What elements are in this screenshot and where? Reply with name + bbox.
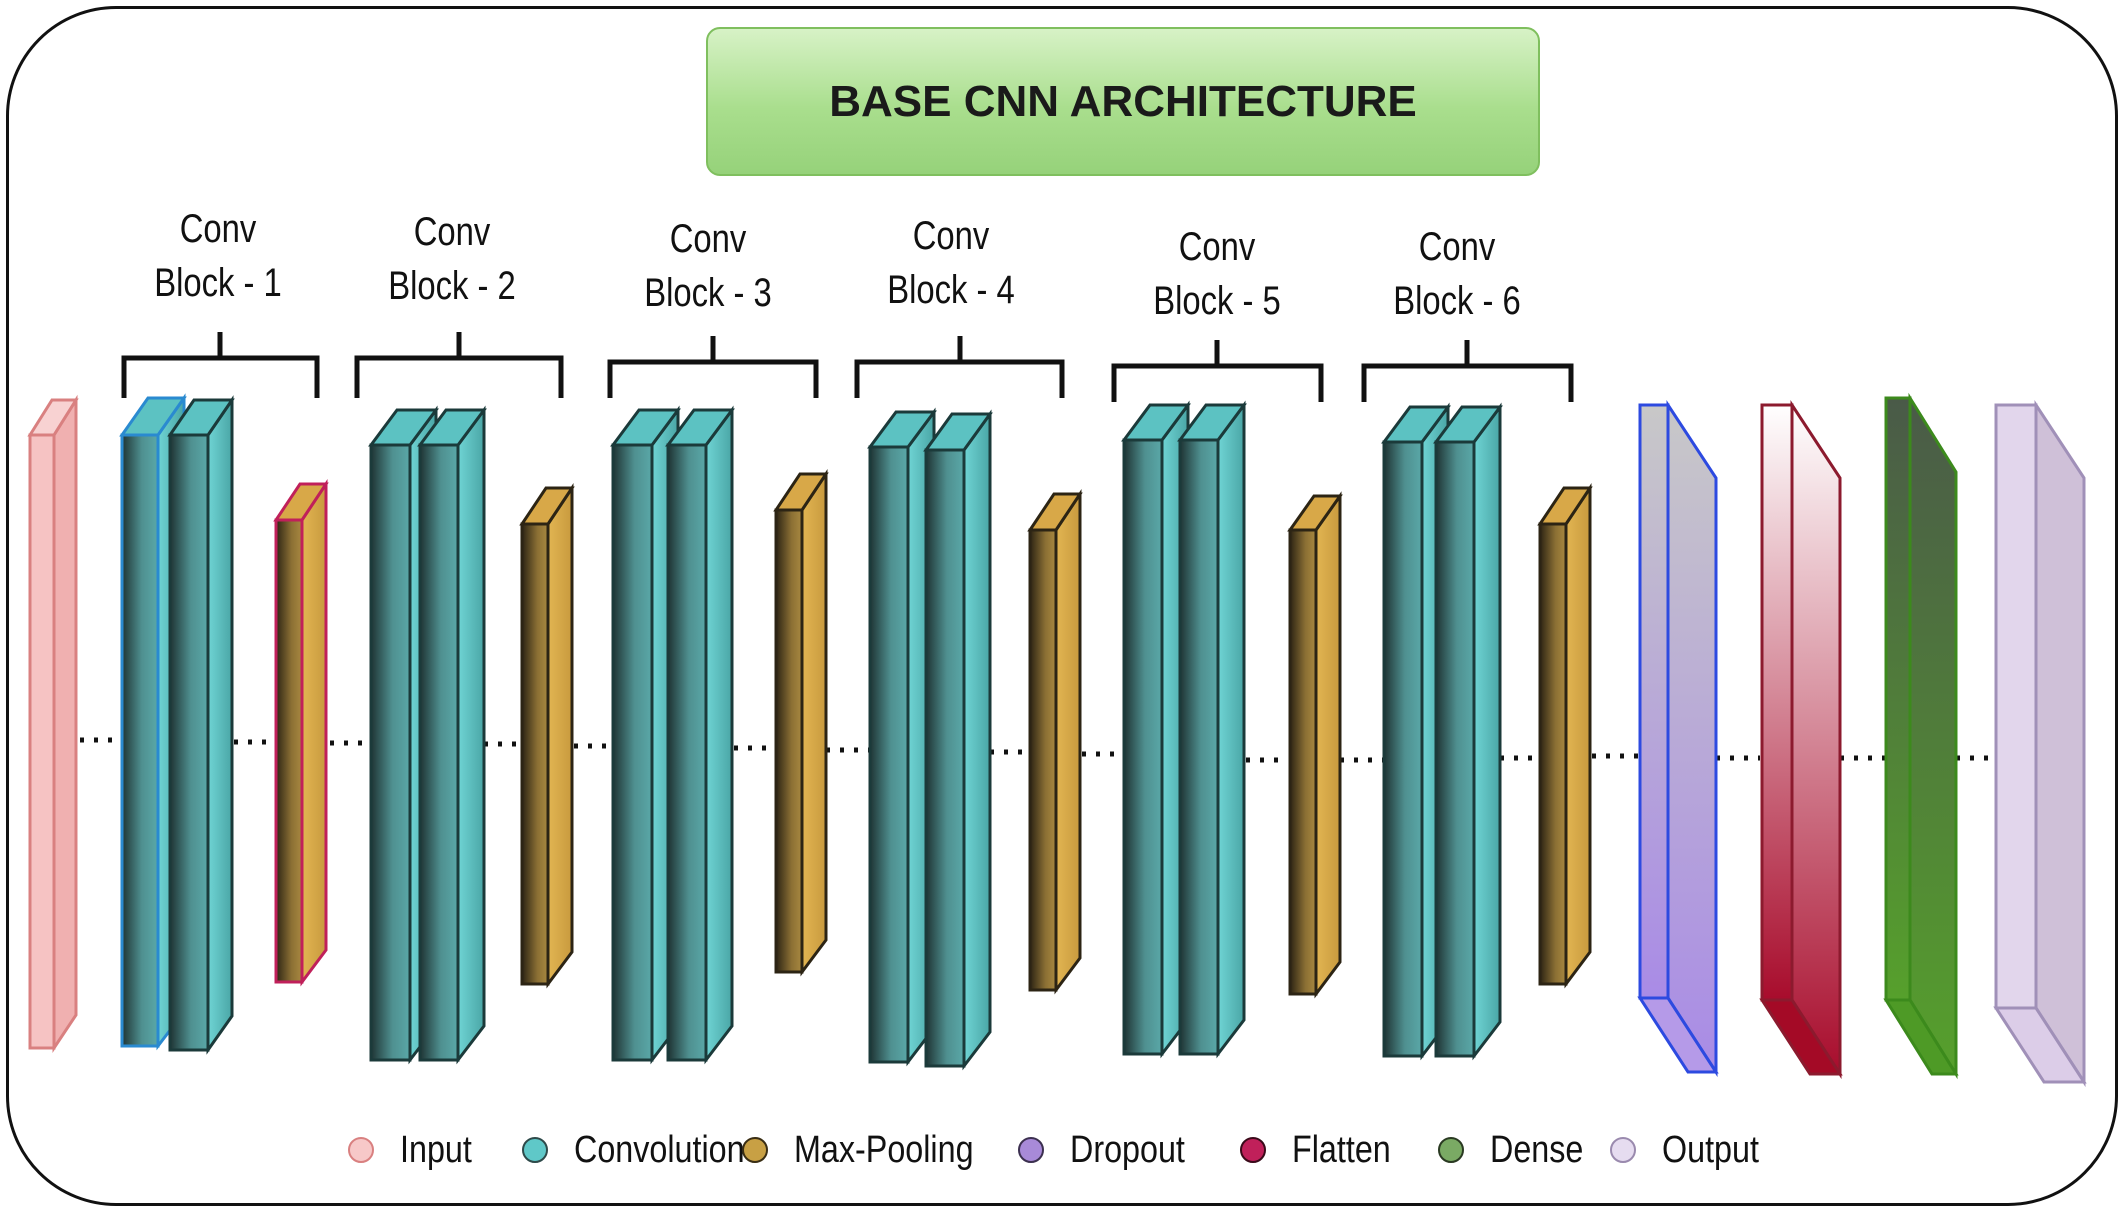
pool-layer [1287,491,1343,999]
legend-label: Output [1662,1128,1759,1171]
block-bracket-5 [1111,340,1324,402]
output-legend-icon [1610,1137,1636,1163]
dense-legend-icon [1438,1137,1464,1163]
pool-layer [1537,483,1593,989]
block-brackets [121,332,1574,402]
legend-item-convolution: Convolution [522,1122,775,1178]
block-label-line2: Block - 3 [644,271,772,315]
conv-layer [1121,400,1191,1059]
title-banner: BASE CNN ARCHITECTURE [706,27,1540,176]
legend-label: Dense [1490,1128,1584,1171]
legend-item-flatten: Flatten [1240,1122,1408,1178]
block-bracket-4 [854,336,1065,398]
conv-layer [1433,402,1503,1061]
pool-layer [1027,489,1083,995]
conv-layer [1177,400,1247,1059]
block-label-line1: Conv [1178,225,1256,269]
block-bracket-2 [354,332,564,398]
legend-label: Max-Pooling [794,1128,974,1171]
conv-layer [417,405,487,1065]
legend-label: Input [400,1128,472,1171]
input-legend-icon [348,1137,374,1163]
block-bracket-3 [607,336,819,398]
connection-dots [80,737,2000,763]
diagram-title: BASE CNN ARCHITECTURE [829,76,1417,126]
block-bracket-1 [121,332,320,398]
legend-label: Convolution [574,1128,745,1171]
legend-item-output: Output [1610,1122,1776,1178]
output-layer [1993,399,2087,1088]
block-label-line1: Conv [179,207,257,251]
input-layer [27,394,79,1053]
legend-item-input: Input [348,1122,485,1178]
conv-layer [167,395,235,1055]
block-label-line1: Conv [669,217,747,261]
block-label-line2: Block - 6 [1393,279,1521,323]
pool-layer [519,483,575,989]
pool-layer [773,469,829,977]
legend-item-dropout: Dropout [1018,1122,1205,1178]
convolution-legend-icon [522,1137,548,1163]
legend-label: Dropout [1070,1128,1185,1171]
block-bracket-6 [1361,340,1574,402]
legend-item-dense: Dense [1438,1122,1600,1178]
block-label-line2: Block - 2 [388,264,516,308]
block-label-line1: Conv [413,210,491,254]
conv-layer [665,405,735,1065]
block-label-line2: Block - 5 [1153,279,1281,323]
conv-layer [867,407,937,1067]
block-label-1: Conv Block - 1 [111,202,324,310]
block-label-6: Conv Block - 6 [1350,220,1563,328]
legend-label: Flatten [1292,1128,1391,1171]
flatten-layer [1759,399,1843,1080]
block-label-line1: Conv [1418,225,1496,269]
block-label-4: Conv Block - 4 [844,209,1057,317]
block-label-3: Conv Block - 3 [601,212,814,320]
block-label-line2: Block - 1 [154,261,282,305]
max-pooling-legend-icon [742,1137,768,1163]
dropout-layer [1637,399,1719,1078]
block-label-5: Conv Block - 5 [1110,220,1323,328]
flatten-layer [273,479,329,987]
legend-item-max-pooling: Max-Pooling [742,1122,1005,1178]
block-label-line2: Block - 4 [887,268,1015,312]
conv-layer [923,409,993,1071]
block-label-line1: Conv [912,214,990,258]
block-label-2: Conv Block - 2 [345,205,558,313]
dense-layer [1883,392,1959,1080]
flatten-legend-icon [1240,1137,1266,1163]
dropout-legend-icon [1018,1137,1044,1163]
